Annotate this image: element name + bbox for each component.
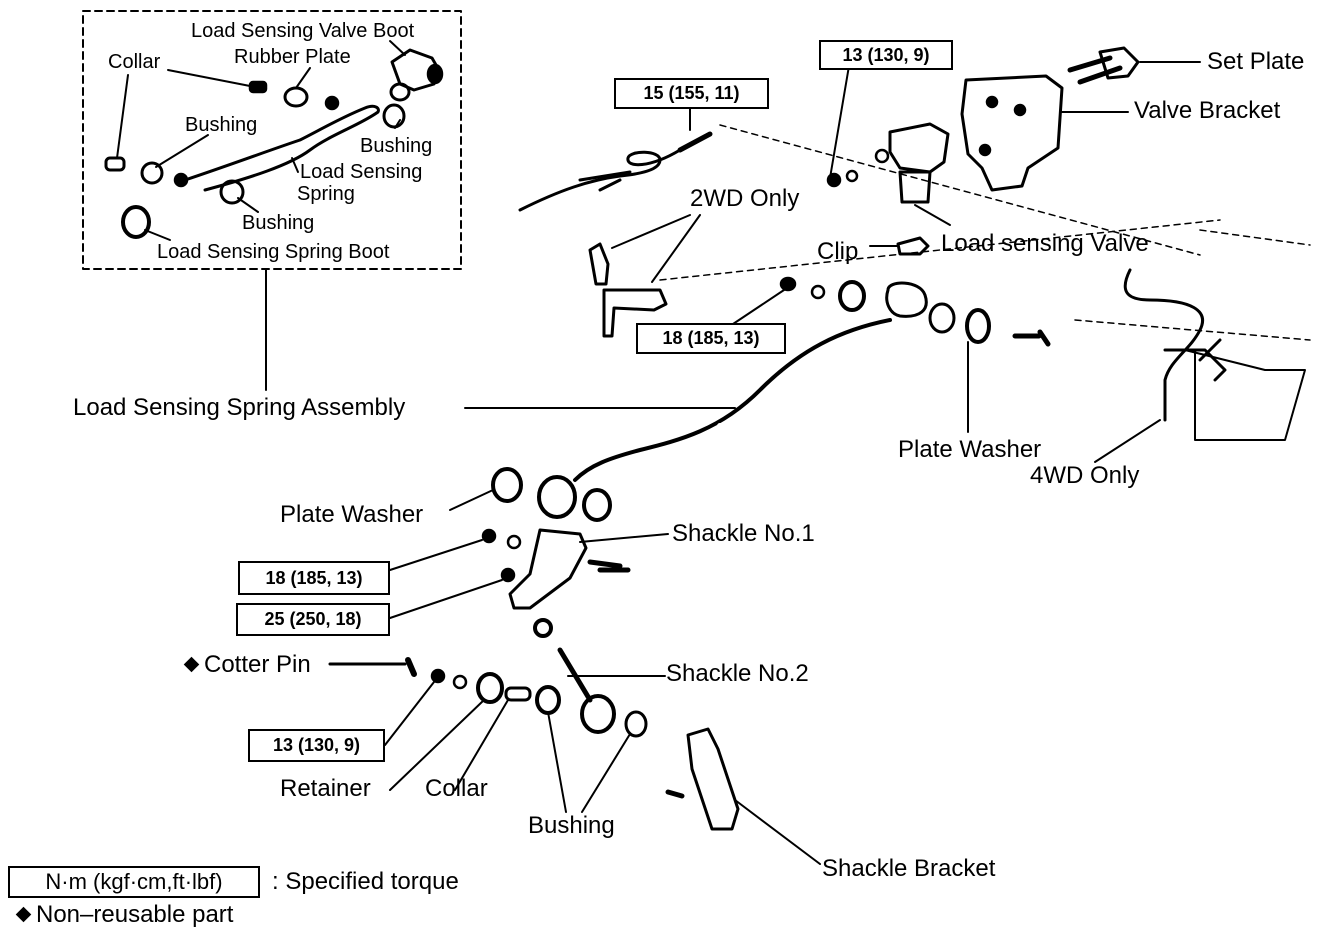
nonreusable-marker-icon	[183, 656, 200, 673]
valve-bracket-parts	[960, 46, 1201, 192]
label-4wd-only: 4WD Only	[1030, 462, 1140, 489]
torque-pin-nut: 13 (130, 9)	[248, 729, 385, 762]
label-inset-collar: Collar	[108, 51, 161, 73]
label-rubber-plate: Rubber Plate	[234, 46, 351, 68]
label-cotter-pin: Cotter Pin	[183, 651, 311, 678]
reference-lines	[659, 124, 1311, 341]
label-bushing: Bushing	[528, 812, 615, 839]
torque-union: 15 (155, 11)	[614, 78, 769, 109]
label-load-sensing-valve: Load sensing Valve	[941, 230, 1149, 257]
shackle-leaders	[328, 59, 851, 865]
torque-valve-nut: 13 (130, 9)	[819, 40, 953, 70]
inset-parts	[104, 48, 444, 239]
legend-unit-desc: : Specified torque	[272, 868, 459, 895]
inset-leaders	[116, 40, 406, 241]
label-collar: Collar	[425, 775, 488, 802]
label-clip: Clip	[817, 238, 859, 265]
bracket-2wd	[588, 214, 701, 338]
label-2wd-only: 2WD Only	[690, 185, 800, 212]
label-retainer: Retainer	[280, 775, 371, 802]
torque-bracket-nut: 18 (185, 13)	[636, 323, 786, 354]
label-shackle-no1: Shackle No.1	[672, 520, 815, 547]
inset-frame	[82, 10, 462, 270]
label-spring-assembly: Load Sensing Spring Assembly	[73, 394, 406, 421]
label-spring-boot: Load Sensing Spring Boot	[157, 241, 390, 263]
torque-shackle-bolt: 25 (250, 18)	[236, 603, 390, 636]
label-set-plate: Set Plate	[1207, 48, 1305, 75]
shackle-assembly	[405, 467, 740, 831]
label-valve-boot: Load Sensing Valve Boot	[191, 20, 415, 42]
label-plate-washer-right: Plate Washer	[898, 436, 1042, 463]
label-shackle-bracket: Shackle Bracket	[822, 855, 996, 882]
label-shackle-no2: Shackle No.2	[666, 660, 809, 687]
spring-shaft	[464, 276, 1161, 482]
label-plate-washer-left: Plate Washer	[280, 501, 424, 528]
label-inset-bushing-b: Bushing	[360, 135, 433, 157]
legend-nonreusable-text: Non–reusable part	[36, 901, 234, 928]
label-spring-line1: Load Sensing	[300, 161, 423, 183]
label-spring-line2: Spring	[297, 183, 355, 205]
legend-nonreusable: Non–reusable part	[15, 901, 234, 928]
brake-lines	[518, 131, 1306, 441]
torque-shackle-nut: 18 (185, 13)	[238, 561, 390, 595]
label-valve-bracket: Valve Bracket	[1134, 97, 1281, 124]
load-sensing-valve-parts	[826, 122, 951, 256]
label-inset-bushing-c: Bushing	[242, 212, 315, 234]
cotter-pin-text: Cotter Pin	[204, 651, 311, 678]
label-inset-bushing-a: Bushing	[185, 114, 258, 136]
legend-unit-box: N·m (kgf·cm,ft·lbf)	[8, 866, 260, 898]
nonreusable-legend-icon	[15, 906, 32, 923]
